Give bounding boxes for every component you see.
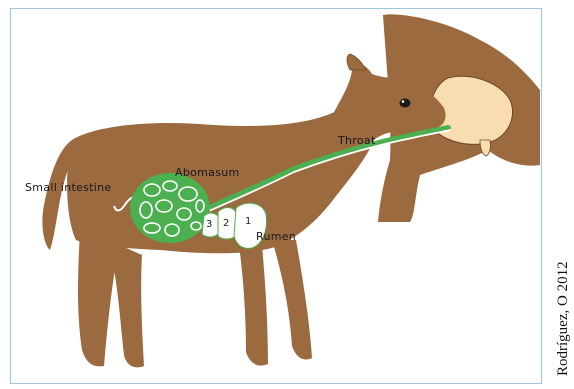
label-abomasum: Abomasum	[175, 166, 240, 179]
compartment-number-2: 2	[223, 218, 229, 229]
label-throat: Throat	[338, 134, 376, 147]
image-credit: Rodríguez, O 2012	[555, 261, 572, 376]
abomasum-sac	[130, 173, 210, 243]
label-rumen: Rumen	[256, 230, 296, 243]
compartment-number-3: 3	[206, 219, 212, 230]
teat	[480, 140, 490, 156]
compartment-number-1: 1	[245, 216, 251, 227]
label-small-intestine: Small intestine	[25, 181, 112, 194]
calf-eye	[400, 99, 411, 108]
